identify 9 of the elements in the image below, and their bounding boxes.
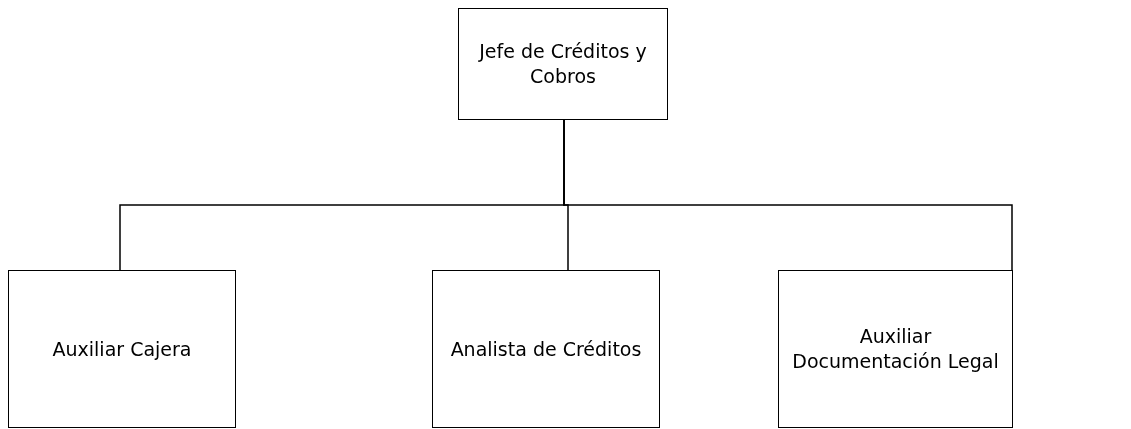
role-title: Auxiliar Documentación Legal [791,324,1000,374]
role-title: Analista de Créditos [450,336,642,362]
org-box [432,270,660,428]
org-box [8,270,236,428]
org-box [458,8,668,120]
role-title: Jefe de Créditos y Cobros [477,39,648,89]
connector-line [563,119,1013,271]
role-title: Auxiliar Cajera [52,336,192,362]
org-box [778,270,1013,428]
